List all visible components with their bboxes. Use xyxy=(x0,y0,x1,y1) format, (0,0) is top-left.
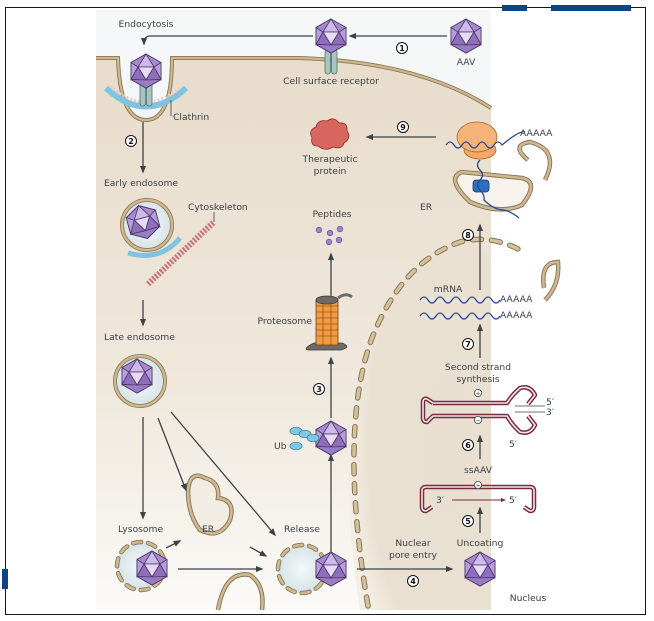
label-aav: AAV xyxy=(457,57,476,68)
ribosome-mrna xyxy=(445,131,526,149)
arrow-endocytosis xyxy=(140,35,313,46)
label-release: Release xyxy=(284,524,320,535)
svg-text:1: 1 xyxy=(399,44,405,53)
arrow-to-er xyxy=(157,417,187,492)
label-cell-surface-receptor: Cell surface receptor xyxy=(283,76,379,87)
peptide-dot xyxy=(335,236,343,244)
peptide-dot xyxy=(336,225,344,233)
arrow-lysosome-to-er xyxy=(165,540,182,549)
label-therapeutic: Therapeutic xyxy=(301,154,357,165)
svg-text:+: + xyxy=(475,483,480,490)
label-nucleus: Nucleus xyxy=(510,593,547,604)
svg-text:3: 3 xyxy=(316,385,322,394)
svg-text:8: 8 xyxy=(465,231,471,240)
label-endocytosis: Endocytosis xyxy=(119,19,174,30)
ribosome-large-subunit xyxy=(456,121,498,153)
step-6-badge xyxy=(462,439,474,451)
label-nuclear: Nuclear xyxy=(395,538,431,549)
label-clathrin: Clathrin xyxy=(173,112,209,123)
label-ub: Ub xyxy=(274,441,287,452)
label-ssaav-5prime: 5′ xyxy=(509,495,517,506)
label-ds-5prime-top: 5′ xyxy=(546,397,554,408)
label-late-endosome: Late endosome xyxy=(104,332,175,343)
label-proteosome: Proteosome xyxy=(258,316,313,327)
label-ds-5prime-bottom: 5′ xyxy=(509,439,517,450)
svg-text:6: 6 xyxy=(465,441,471,450)
step-9-badge xyxy=(397,121,409,133)
label-ssaav: ssAAV xyxy=(464,465,493,476)
clathrin-coat xyxy=(103,85,189,110)
peptide-dot xyxy=(326,229,334,237)
frame-accent-tab-left xyxy=(2,569,8,589)
svg-text:2: 2 xyxy=(128,137,134,146)
step-7-badge xyxy=(462,338,474,350)
therapeutic-protein-icon xyxy=(310,118,350,150)
label-er-top: ER xyxy=(420,202,433,213)
label-peptides: Peptides xyxy=(312,209,351,220)
label-mrna: mRNA xyxy=(434,284,463,295)
label-synthesis: synthesis xyxy=(456,374,499,385)
ubiquitin-4 xyxy=(289,441,303,451)
ubiquitin-3 xyxy=(306,433,320,443)
proteasome-icon xyxy=(305,293,353,351)
step-2-badge xyxy=(125,135,137,147)
svg-text:7: 7 xyxy=(465,340,471,349)
label-protein: protein xyxy=(314,166,347,177)
svg-text:4: 4 xyxy=(410,577,416,586)
plus-strand-marker-ds xyxy=(473,388,482,397)
svg-text:9: 9 xyxy=(400,123,406,132)
double-stranded-genome-icon xyxy=(420,385,538,435)
arrow-er-to-release xyxy=(249,546,268,557)
frame-accent-tab-top-1 xyxy=(502,5,527,11)
svg-text:−: − xyxy=(475,418,480,425)
arrow-to-release xyxy=(170,411,277,537)
label-polya-2: AAAAA xyxy=(500,310,533,321)
svg-text:+: + xyxy=(475,391,480,398)
peptide-dot xyxy=(325,238,333,246)
label-ssaav-3prime: 3′ xyxy=(436,495,444,506)
step-4-badge xyxy=(407,575,419,587)
label-cytoskeleton: Cytoskeleton xyxy=(188,202,248,213)
label-polya-1: AAAAA xyxy=(500,294,533,305)
label-early-endosome: Early endosome xyxy=(104,178,178,189)
plus-strand-marker xyxy=(473,480,482,489)
minus-strand-marker xyxy=(473,415,482,424)
label-polya-ribosome: AAAAA xyxy=(520,128,553,139)
step-8-badge xyxy=(462,229,474,241)
step-1-badge xyxy=(396,42,408,54)
cytoskeleton-filament xyxy=(145,219,217,287)
nascent-polypeptide xyxy=(476,159,520,219)
label-uncoating: Uncoating xyxy=(457,538,504,549)
label-pore-entry: pore entry xyxy=(389,550,437,561)
release-vesicle xyxy=(278,545,326,593)
label-second-strand: Second strand xyxy=(445,362,511,373)
frame-accent-tab-top-2 xyxy=(551,5,631,11)
step-3-badge xyxy=(313,383,325,395)
svg-text:5: 5 xyxy=(465,517,471,526)
label-lysosome: Lysosome xyxy=(118,524,163,535)
step-5-badge xyxy=(462,515,474,527)
label-er-cytoplasm: ER xyxy=(202,524,215,535)
label-ds-3prime-top: 3′ xyxy=(546,407,554,418)
mrna-strand-2 xyxy=(419,312,501,320)
nucleus-region xyxy=(348,239,491,610)
mrna-strand-1 xyxy=(419,296,501,304)
peptide-dot xyxy=(315,226,323,234)
